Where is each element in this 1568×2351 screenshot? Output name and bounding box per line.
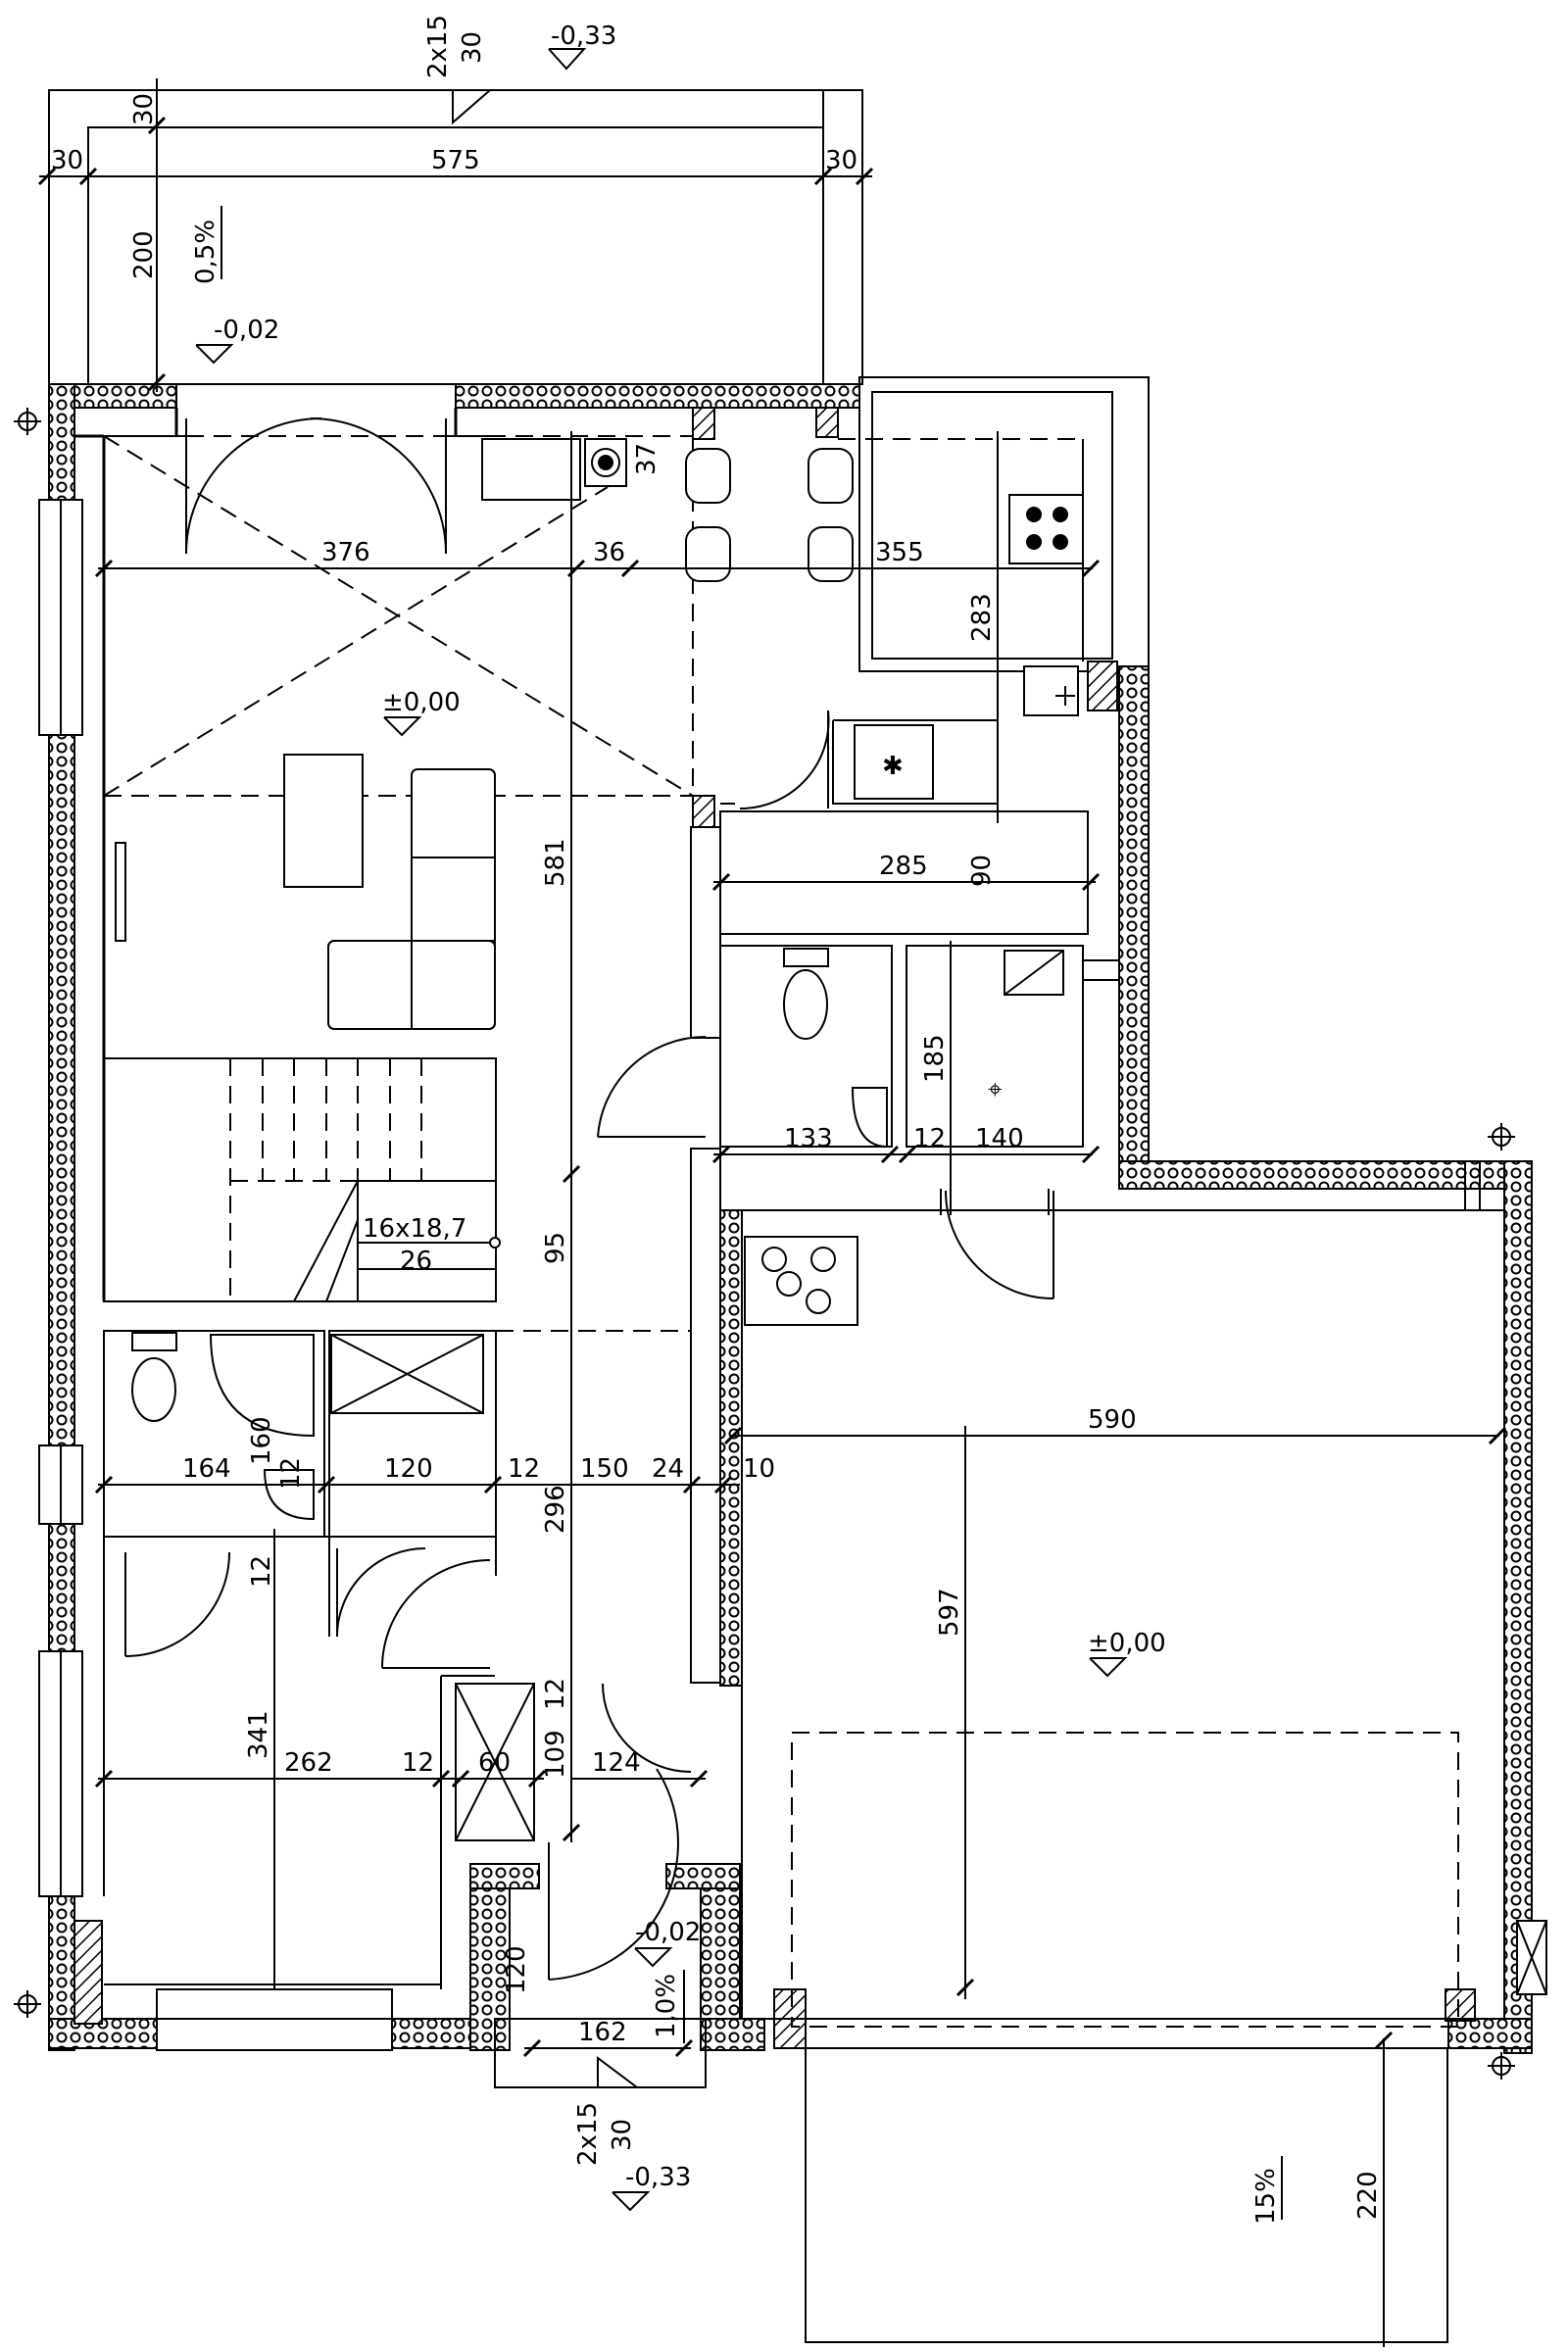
dim-37: 37 <box>632 443 662 475</box>
interior-walls <box>74 408 1505 2343</box>
stairs-spec: 16x18,7 <box>363 1214 466 1244</box>
stairs-tread: 26 <box>400 1247 432 1276</box>
kitchen-width-dim: 355 <box>875 538 924 567</box>
wall-12e-dim: 12 <box>402 1748 434 1778</box>
doors <box>124 417 1054 1981</box>
corridor-depth-dim: 90 <box>967 855 997 887</box>
wall-12f-dim: 12 <box>541 1678 570 1710</box>
terrace-wall-left-dim: 30 <box>51 146 83 175</box>
wall-12d-dim: 12 <box>247 1555 276 1588</box>
porch-width-dim: 162 <box>578 2018 627 2047</box>
porch-slope: 1,0% <box>652 1974 681 2038</box>
storage-width-dim: 120 <box>384 1454 433 1484</box>
driveway-depth-dim: 220 <box>1353 2171 1383 2220</box>
terrace-depth-dim: 200 <box>129 230 159 279</box>
terrace-top-dim: 30 <box>129 93 159 125</box>
terrace-wall-right-dim: 30 <box>825 146 858 175</box>
driveway-slope: 15% <box>1251 2168 1281 2225</box>
terrace-slope: 0,5% <box>191 220 220 284</box>
level-marker-bottom: -0,33 <box>625 2163 691 2192</box>
top-step-height: 30 <box>458 31 487 64</box>
reference-marks <box>14 408 1515 2080</box>
living-depth-dim: 581 <box>541 838 570 887</box>
level-marker-garage: ±0,00 <box>1088 1629 1166 1658</box>
labels: 2x15 30 -0,33 30 30 575 30 200 0,5% -0,0… <box>51 15 1383 2225</box>
furniture: ✱ ⌖ <box>115 438 1084 1521</box>
closet-width-dim: 60 <box>478 1748 511 1778</box>
entry-124-dim: 124 <box>592 1748 641 1778</box>
gap-95-dim: 95 <box>541 1232 570 1264</box>
living-ceiling-dashes <box>103 435 694 797</box>
bottom-step-count: 2x15 <box>573 2102 603 2166</box>
pillar-dim: 36 <box>593 538 625 567</box>
living-width-dim: 376 <box>321 538 370 567</box>
sofa-icon <box>327 768 496 1030</box>
terrace-width-dim: 575 <box>431 146 480 175</box>
wall-10-dim: 10 <box>743 1454 775 1484</box>
fridge-icon: ✱ <box>882 752 904 781</box>
top-step-count: 2x15 <box>423 15 453 78</box>
room-width-dim: 262 <box>284 1748 333 1778</box>
garage-width-dim: 590 <box>1088 1405 1137 1435</box>
wall-12b-dim: 12 <box>276 1457 306 1490</box>
wall-12c-dim: 12 <box>508 1454 540 1484</box>
level-marker-porch: -0,02 <box>635 1918 701 1947</box>
boiler-width-dim: 140 <box>975 1124 1024 1153</box>
bath-depth-dim: 160 <box>247 1416 276 1465</box>
dimension-lines <box>37 78 1507 2347</box>
pillars <box>74 407 1476 2049</box>
bath-width-dim: 164 <box>182 1454 231 1484</box>
terrace <box>48 89 863 385</box>
boiler-depth-dim: 185 <box>920 1034 950 1083</box>
boiler-icon: ⌖ <box>988 1075 1003 1104</box>
staircase <box>104 1057 501 1302</box>
garage-depth-dim: 597 <box>935 1588 964 1637</box>
entry-109-dim: 109 <box>541 1730 570 1779</box>
wall-12a-dim: 12 <box>913 1124 946 1153</box>
hall-width-dim: 150 <box>580 1454 629 1484</box>
wc-width-dim: 133 <box>784 1124 833 1153</box>
level-marker-terrace: -0,02 <box>214 316 279 345</box>
level-marker-top: -0,33 <box>551 22 616 51</box>
corridor-width-dim: 285 <box>879 852 928 881</box>
room-depth-dim: 341 <box>244 1710 273 1759</box>
outer-walls <box>38 376 1547 2054</box>
porch-depth-dim: 120 <box>502 1945 531 1994</box>
level-marker-living: ±0,00 <box>382 688 461 717</box>
bottom-step-height: 30 <box>608 2119 637 2151</box>
kitchen-depth-dim: 283 <box>967 593 997 642</box>
hall-depth-dim: 296 <box>541 1485 570 1534</box>
wall-24-dim: 24 <box>652 1454 684 1484</box>
